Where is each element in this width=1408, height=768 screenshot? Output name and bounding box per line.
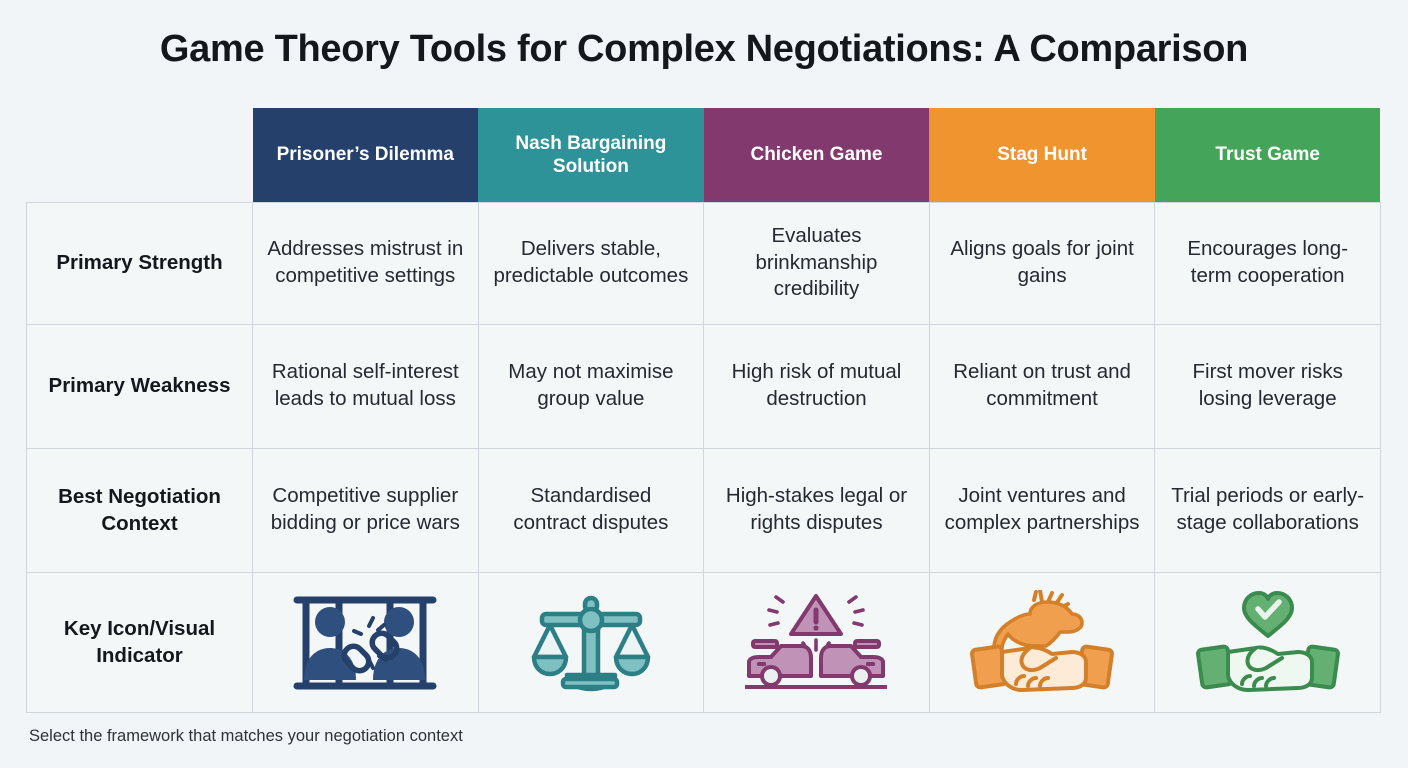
column-header-stag-hunt[interactable]: Stag Hunt [929,108,1155,202]
cell-strength-prisoners-dilemma: Addresses mistrust in competitive settin… [252,201,479,325]
table-body: Primary Strength Addresses mistrust in c… [26,201,1381,713]
cell-context-chicken-game: High-stakes legal or rights disputes [703,447,930,573]
column-header-chicken-game[interactable]: Chicken Game [703,108,930,202]
table-row: Primary Weakness Rational self-interest … [26,323,1381,449]
car-collision-warning-icon [710,588,923,696]
header-row: Prisoner’s Dilemma Nash Bargaining Solut… [27,108,1381,202]
comparison-table: Prisoner’s Dilemma Nash Bargaining Solut… [26,108,1381,713]
cell-icon-prisoners-dilemma [252,571,479,713]
footer-note: Select the framework that matches your n… [29,727,463,745]
cell-icon-stag-hunt [928,571,1156,713]
column-header-prisoners-dilemma[interactable]: Prisoner’s Dilemma [252,108,479,202]
cell-strength-chicken-game: Evaluates brinkmanship credibility [703,201,930,325]
row-label-best-negotiation-context: Best Negotiation Context [26,447,253,573]
cell-strength-nash-bargaining: Delivers stable, predictable outcomes [477,201,705,325]
row-label-key-icon-visual-indicator: Key Icon/Visual Indicator [26,571,253,713]
column-header-nash-bargaining-solution[interactable]: Nash Bargaining Solution [478,108,704,202]
cell-weakness-chicken-game: High risk of mutual destruction [703,323,930,449]
row-label-primary-strength: Primary Strength [26,201,253,325]
cell-context-nash-bargaining: Standardised contract disputes [477,447,705,573]
table-row: Key Icon/Visual Indicator [26,571,1381,713]
cell-weakness-nash-bargaining: May not maximise group value [477,323,705,449]
row-label-primary-weakness: Primary Weakness [26,323,253,449]
cell-icon-chicken-game [703,571,930,713]
cell-context-trust-game: Trial periods or early-stage collaborati… [1154,447,1381,573]
cell-context-stag-hunt: Joint ventures and complex partnerships [928,447,1156,573]
table-corner-cell [27,108,253,202]
handshake-heart-check-icon [1161,588,1374,696]
table-header: Prisoner’s Dilemma Nash Bargaining Solut… [27,108,1381,202]
comparison-table-wrapper: Prisoner’s Dilemma Nash Bargaining Solut… [26,108,1381,713]
cell-strength-trust-game: Encourages long-term cooperation [1154,201,1381,325]
column-header-trust-game[interactable]: Trust Game [1154,108,1381,202]
cell-strength-stag-hunt: Aligns goals for joint gains [928,201,1156,325]
table-row: Primary Strength Addresses mistrust in c… [26,201,1381,325]
balance-scales-icon [485,588,698,696]
cell-weakness-trust-game: First mover risks losing leverage [1154,323,1381,449]
cell-weakness-stag-hunt: Reliant on trust and commitment [928,323,1156,449]
cell-icon-nash-bargaining [477,571,705,713]
table-row: Best Negotiation Context Competitive sup… [26,447,1381,573]
page-title: Game Theory Tools for Complex Negotiatio… [159,28,1249,70]
cell-context-prisoners-dilemma: Competitive supplier bidding or price wa… [252,447,479,573]
cell-weakness-prisoners-dilemma: Rational self-interest leads to mutual l… [252,323,479,449]
prison-bars-broken-chain-icon [259,588,472,696]
cell-icon-trust-game [1154,571,1381,713]
handshake-stag-icon [936,588,1149,696]
